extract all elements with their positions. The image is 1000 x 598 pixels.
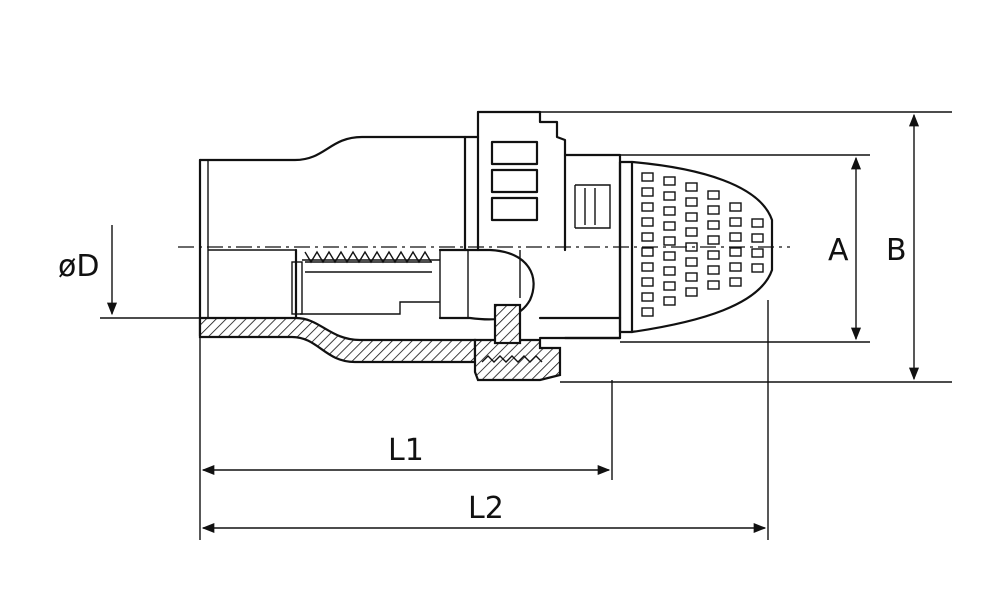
strainer-slot xyxy=(729,217,742,227)
strainer-slot xyxy=(685,242,698,252)
strainer-slot xyxy=(641,292,654,302)
strainer-slot xyxy=(729,262,742,272)
strainer-slot xyxy=(707,265,720,275)
strainer-slot xyxy=(707,205,720,215)
strainer-slot xyxy=(641,262,654,272)
strainer-slot xyxy=(641,172,654,182)
label-b: B xyxy=(886,233,907,268)
strainer-slot xyxy=(663,191,676,201)
strainer-slot xyxy=(751,263,764,273)
strainer-slot xyxy=(729,247,742,257)
label-a: A xyxy=(828,233,849,268)
strainer-slot xyxy=(685,272,698,282)
strainer-slot xyxy=(641,307,654,317)
strainer-slot xyxy=(685,212,698,222)
strainer-slot xyxy=(707,235,720,245)
strainer-slot xyxy=(663,281,676,291)
strainer-slot xyxy=(663,176,676,186)
strainer-slot xyxy=(663,236,676,246)
strainer-slot xyxy=(663,251,676,261)
strainer-slot xyxy=(685,227,698,237)
strainer-basket xyxy=(618,160,774,334)
strainer-slot xyxy=(641,187,654,197)
strainer-slot xyxy=(641,247,654,257)
strainer-slot xyxy=(729,232,742,242)
union-nut xyxy=(473,110,567,382)
label-l2: L2 xyxy=(468,491,504,526)
strainer-slot xyxy=(751,248,764,258)
label-l1: L1 xyxy=(388,433,424,468)
strainer-slot xyxy=(641,232,654,242)
strainer-slot xyxy=(685,287,698,297)
valve-poppet xyxy=(438,248,535,321)
strainer-slot xyxy=(641,202,654,212)
strainer-slot xyxy=(707,220,720,230)
strainer-slots xyxy=(641,172,764,317)
strainer-slot xyxy=(685,257,698,267)
strainer-slot xyxy=(641,217,654,227)
strainer-slot xyxy=(685,197,698,207)
label-diameter: øD xyxy=(58,249,99,284)
strainer-slot xyxy=(641,277,654,287)
strainer-slot xyxy=(729,202,742,212)
strainer-slot xyxy=(663,206,676,216)
strainer-slot xyxy=(707,190,720,200)
strainer-slot xyxy=(685,182,698,192)
valve-body xyxy=(198,135,480,364)
strainer-slot xyxy=(729,277,742,287)
strainer-slot xyxy=(751,218,764,228)
strainer-slot xyxy=(707,280,720,290)
dimension-lines xyxy=(100,111,952,540)
valve-spring xyxy=(291,250,440,315)
strainer-slot xyxy=(663,266,676,276)
strainer-slot xyxy=(663,221,676,231)
strainer-slot xyxy=(751,233,764,243)
strainer-slot xyxy=(707,250,720,260)
strainer-slot xyxy=(663,296,676,306)
